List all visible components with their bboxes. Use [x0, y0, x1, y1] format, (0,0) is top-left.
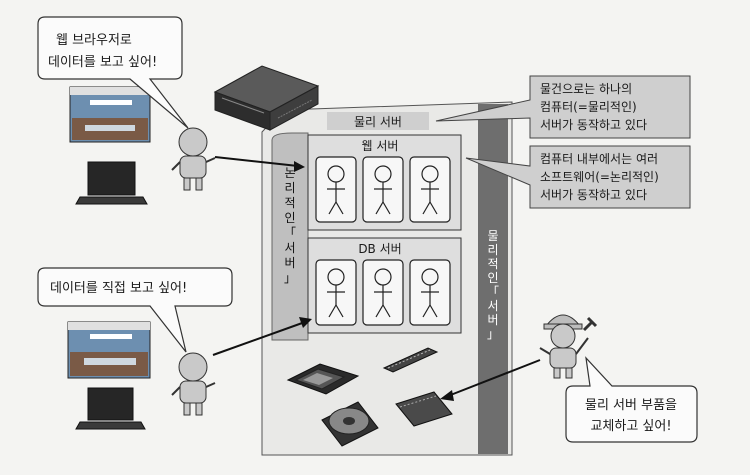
logical-note-callout: [465, 145, 691, 209]
web-user-bubble: [37, 16, 189, 129]
web-user-figure: [171, 127, 216, 191]
physical_server_vertical-char: 」: [487, 327, 499, 341]
hard-disk-icon: [321, 401, 379, 447]
logical-note-line2: 소프트웨어(=논리적인): [540, 170, 659, 184]
physical-note-line2: 컴퓨터(=물리적인): [540, 100, 637, 114]
db-server-instance: [409, 259, 451, 326]
logical-server-vertical-label: 논리적인「서버」: [284, 166, 296, 285]
logical_server_vertical-char: 적: [284, 196, 295, 210]
expansion-card-icon: [395, 391, 453, 427]
ram-module-icon: [382, 347, 439, 373]
technician-bubble: [565, 356, 698, 443]
physical-server-title: 물리 서버: [354, 115, 402, 129]
db-server-instances: [315, 259, 451, 326]
web-server-instances: [315, 156, 451, 223]
logical_server_vertical-char: 인: [284, 211, 295, 225]
arrow-db-user-to-db-server: [212, 317, 312, 356]
technician-bubble-line2: 교체하고 싶어!: [590, 419, 671, 434]
rack-server-icon: [213, 65, 320, 131]
physical-note-line3: 서버가 동작하고 있다: [540, 118, 647, 132]
logical-note-line1: 컴퓨터 내부에서는 여러: [540, 152, 658, 166]
web-user-bubble-line2: 데이터를 보고 싶어!: [48, 55, 157, 70]
web-user-devices: [69, 86, 151, 205]
physical_server_vertical-char: 버: [487, 313, 498, 327]
physical-server-title-bg: [327, 112, 429, 130]
db-server-label: DB 서버: [358, 242, 401, 256]
cpu-chips-icon: [286, 363, 360, 395]
web-server-instance: [315, 156, 357, 223]
db-server-instance: [315, 259, 357, 326]
technician-figure: [539, 314, 598, 379]
logical-note-line3: 서버가 동작하고 있다: [540, 188, 647, 202]
logical_server_vertical-char: 서: [284, 241, 295, 255]
physical-note-callout: [435, 75, 691, 139]
db-user-figure: [171, 352, 216, 416]
logical_server_vertical-char: 리: [284, 181, 295, 195]
physical_server_vertical-char: 물: [487, 229, 498, 243]
arrow-technician-to-parts: [440, 359, 541, 401]
web-server-label: 웹 서버: [362, 139, 399, 153]
physical_server_vertical-char: 인: [487, 271, 498, 285]
logical_server_vertical-char: 버: [284, 256, 295, 270]
physical-note-line1: 물건으로는 하나의: [540, 82, 632, 96]
physical_server_vertical-char: 서: [487, 299, 498, 313]
technician-bubble-line1: 물리 서버 부품을: [585, 398, 677, 413]
logical_server_vertical-char: 논: [284, 166, 295, 180]
db-user-bubble-text: 데이터를 직접 보고 싶어!: [50, 281, 187, 296]
db-server-instance: [362, 259, 404, 326]
physical_server_vertical-char: 리: [487, 243, 498, 257]
logical_server_vertical-char: 「: [284, 226, 296, 240]
web-user-bubble-line1: 웹 브라우저로: [56, 33, 132, 48]
db-user-devices: [67, 321, 151, 430]
web-server-instance: [409, 156, 451, 223]
physical-server-vertical-label: 물리적인「서버」: [487, 229, 499, 341]
arrow-web-user-to-web-server: [214, 156, 305, 172]
physical_server_vertical-char: 적: [487, 257, 498, 271]
logical_server_vertical-char: 」: [284, 271, 296, 285]
db-user-bubble: [37, 267, 233, 353]
physical_server_vertical-char: 「: [487, 285, 499, 299]
web-server-instance: [362, 156, 404, 223]
